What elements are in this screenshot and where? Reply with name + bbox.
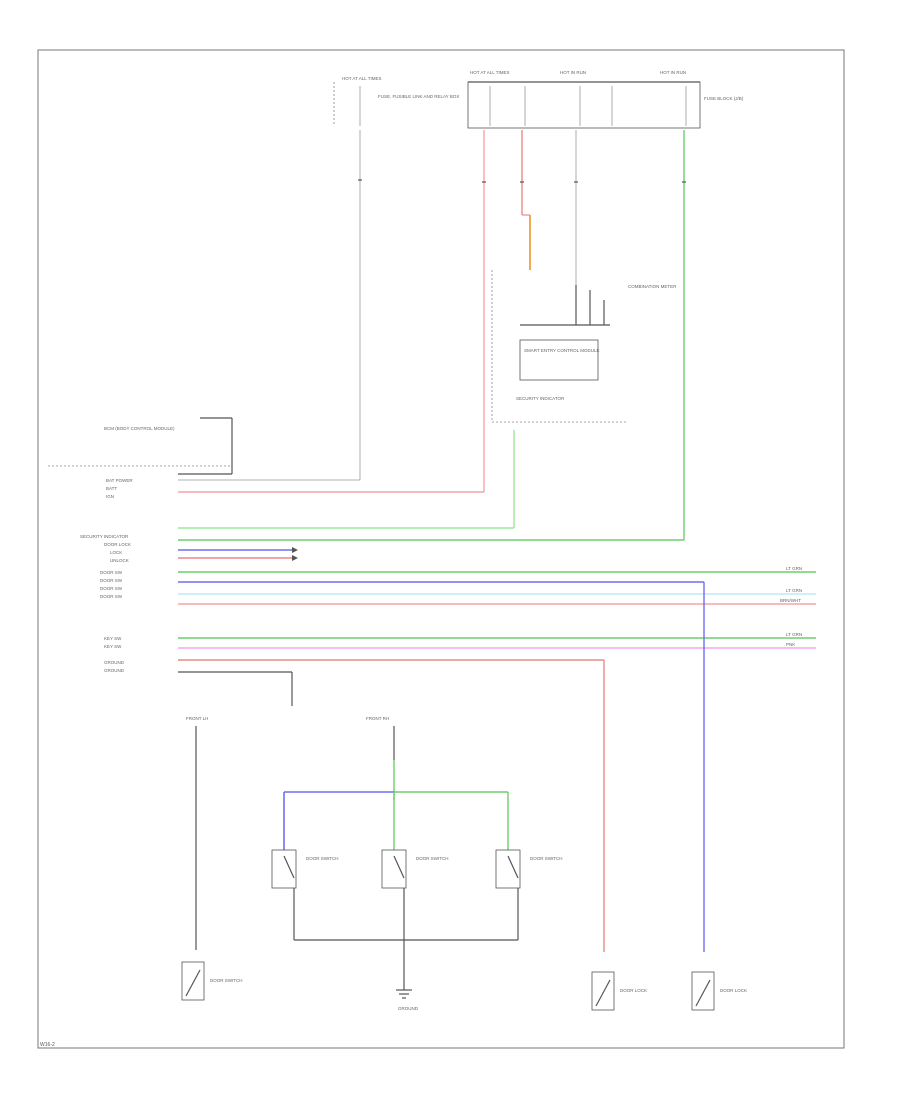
front-lh-label: FRONT LH	[186, 716, 208, 721]
right-label-2: LT GRN	[786, 588, 802, 593]
svg-text:DOOR SWITCH: DOOR SWITCH	[306, 856, 339, 861]
pin-label-12: KEY SW	[104, 636, 122, 641]
pin-label-4: SECURITY INDICATOR	[80, 534, 129, 539]
smart-entry-label: SMART ENTRY CONTROL MODULE	[524, 348, 600, 353]
fuse-box-left-label: FUSE, FUSIBLE LINK AND RELAY BOX	[378, 94, 459, 99]
svg-text:DOOR SWITCH: DOOR SWITCH	[530, 856, 563, 861]
pin-label-10: DOOR SW	[100, 586, 123, 591]
combination-meter-label: COMBINATION METER	[628, 284, 677, 289]
pin-label-5: DOOR LOCK	[104, 542, 131, 547]
door-switch-1: DOOR SWITCH	[271, 849, 339, 889]
fuse-label-4: HOT IN RUN	[660, 70, 686, 75]
pin-label-8: DOOR SW	[100, 570, 123, 575]
door-switch-2: DOOR SWITCH	[381, 849, 449, 889]
smart-entry-module	[519, 339, 599, 381]
pin-label-3: IGN	[106, 494, 114, 499]
right-label-1: LT GRN	[786, 566, 802, 571]
fuse-box-right	[467, 81, 701, 129]
svg-text:DOOR SWITCH: DOOR SWITCH	[416, 856, 449, 861]
pin-label-11: DOOR SW	[100, 594, 123, 599]
pin-label-15: GROUND	[104, 668, 125, 673]
door-switch-lh: DOOR SWITCH	[181, 961, 243, 1001]
fuse-box-right-label: FUSE BLOCK (J/B)	[704, 96, 744, 101]
right-label-3: LT GRN	[786, 632, 802, 637]
bcm-label: BCM (BODY CONTROL MODULE)	[104, 426, 175, 431]
svg-text:DOOR LOCK: DOOR LOCK	[620, 988, 647, 993]
pin-label-1: BAT POWER	[106, 478, 133, 483]
pin-label-13: KEY SW	[104, 644, 122, 649]
pin-label-9: DOOR SW	[100, 578, 123, 583]
right-label-5: PNK	[786, 642, 795, 647]
fuse-label-1: HOT AT ALL TIMES	[470, 70, 510, 75]
pin-label-14: GROUND	[104, 660, 125, 665]
diagram-frame	[37, 49, 845, 1049]
front-rh-label: FRONT RH	[366, 716, 389, 721]
ground-symbol: GROUND	[396, 989, 419, 1011]
door-lock-rh: DOOR LOCK	[691, 971, 747, 1011]
security-indicator-label: SECURITY INDICATOR	[516, 396, 565, 401]
footer-label: W16-2	[40, 1042, 55, 1048]
door-switch-3: DOOR SWITCH	[495, 849, 563, 889]
svg-text:GROUND: GROUND	[398, 1006, 419, 1011]
fuse-label-3: HOT IN RUN	[560, 70, 586, 75]
svg-text:DOOR SWITCH: DOOR SWITCH	[210, 978, 243, 983]
fuse-label-2: HOT AT ALL TIMES	[342, 76, 382, 81]
pin-label-6: LOCK	[110, 550, 122, 555]
pin-label-2: BATT	[106, 486, 117, 491]
right-label-4: BRN/WHT	[780, 598, 801, 603]
door-lock-lh: DOOR LOCK	[591, 971, 647, 1011]
pin-label-7: UNLOCK	[110, 558, 129, 563]
svg-text:DOOR LOCK: DOOR LOCK	[720, 988, 747, 993]
